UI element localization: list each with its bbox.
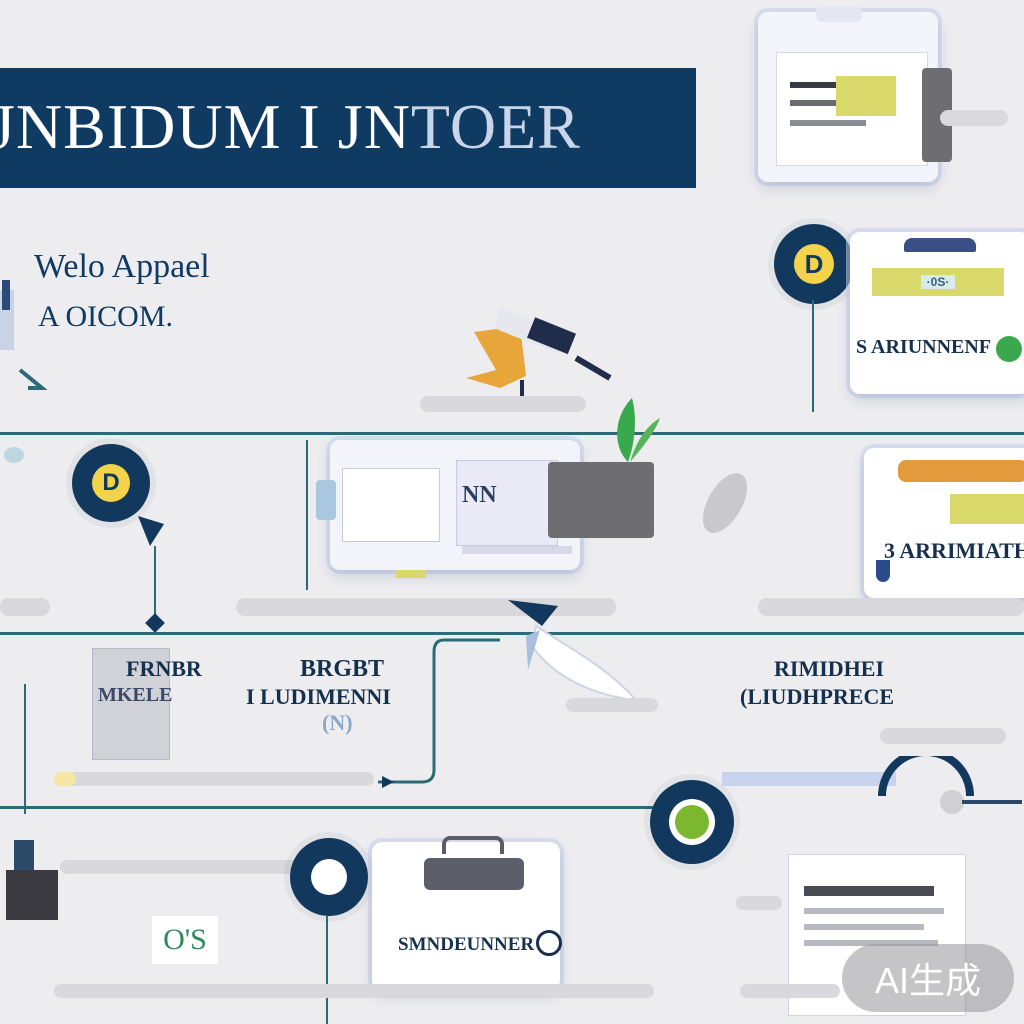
label-center-line-1: BRGBT (300, 656, 385, 682)
clipboard-clip-icon (816, 6, 862, 22)
bottom-left-box-icon (6, 870, 58, 920)
caption-bar (54, 772, 374, 786)
caption-bar (566, 698, 658, 712)
connector-node (145, 613, 165, 633)
clipboard-line (790, 100, 850, 106)
step-badge-top: D (774, 224, 854, 304)
clipboard-line (790, 120, 866, 126)
clipboard-line (790, 82, 860, 88)
label-center-line-2: I LUDIMENNI (246, 684, 391, 709)
megaphone-icon (466, 306, 612, 396)
document-line (804, 908, 944, 914)
clipboard-highlight (836, 76, 896, 116)
caption-bar (880, 728, 1006, 744)
page-title-tail: TOER (410, 91, 581, 162)
caption-bar (0, 598, 50, 616)
caption-bar (420, 396, 586, 412)
flow-line-3 (0, 806, 660, 809)
connector-line (326, 916, 328, 1024)
clipboard-shadow (940, 110, 1008, 126)
connector-line (24, 684, 26, 814)
step-badge-bottom (290, 838, 368, 916)
label-right-line-1: RIMIDHEI (774, 656, 885, 681)
ai-watermark: AI生成 (842, 944, 1014, 1012)
page-title-main: JNBIDUM I JN (0, 91, 411, 162)
document-line (804, 924, 924, 930)
card-2-hook-icon (876, 560, 890, 582)
step-badge-bottom-inner (311, 859, 347, 895)
gauge-icon (878, 756, 1022, 814)
step-badge-top-letter: D (794, 244, 834, 284)
flow-line-2 (0, 632, 1024, 635)
process-card-1 (850, 232, 1024, 394)
decor-blob (693, 465, 757, 541)
caption-bar (60, 860, 300, 874)
flow-line-1 (0, 432, 1024, 435)
header-banner (0, 68, 696, 188)
caption-bar (758, 598, 1024, 616)
caption-accent (54, 772, 76, 786)
caption-bar-blue (722, 772, 896, 786)
card-2-highlight (950, 494, 1024, 524)
label-left-line-1: FRNBR (126, 656, 202, 681)
center-window-text: NN (462, 482, 497, 508)
leaf-icon (617, 398, 660, 462)
document-line (804, 940, 938, 946)
pen-icon (508, 600, 639, 702)
card-1-check-icon (996, 336, 1022, 362)
arrow-down-icon (138, 516, 164, 546)
caption-bar (54, 984, 654, 998)
step-badge-bottom-right-inner (669, 799, 715, 845)
briefcase-handle-icon (442, 836, 504, 854)
center-window-tab (316, 480, 336, 520)
card-1-label: S ARIUNNENF (856, 336, 992, 358)
intro-line-1: Welo Appael (34, 248, 210, 285)
document-line (804, 886, 934, 896)
briefcase-icon (424, 858, 524, 890)
card-2-label: 3 ARRIMIATHE (884, 538, 1024, 563)
step-badge-bottom-right (650, 780, 734, 864)
person-figure-icon (0, 280, 48, 463)
label-left-line-2: MKELE (98, 684, 173, 706)
connector-line (812, 300, 814, 412)
label-left-box (92, 648, 170, 760)
center-window-pane (342, 468, 440, 542)
check-icon (675, 805, 709, 839)
connector-elbow (378, 638, 500, 788)
center-window-accent (396, 570, 426, 578)
label-center-line-3: (N) (322, 710, 353, 735)
label-right-line-2: (LIUDHPRECE (740, 684, 895, 709)
connector-line (154, 546, 156, 624)
connector-line (306, 440, 308, 590)
tag-os: O'S (152, 916, 218, 964)
card-2-tool-icon (898, 460, 1024, 482)
page-title: JNBIDUM I JNTOER (0, 90, 581, 164)
card-3-arrow-icon (536, 930, 562, 956)
center-window-panel (456, 460, 558, 546)
card-1-handle (904, 238, 976, 252)
card-1-code: ·0S· (920, 275, 956, 289)
bottom-left-handle (14, 840, 34, 870)
caption-bar (740, 984, 840, 998)
card-3-label: SMNDEUNNER (398, 934, 535, 955)
center-window-line (462, 546, 572, 554)
caption-bar (736, 896, 782, 910)
card-1-highlight: ·0S· (872, 268, 1004, 296)
step-badge-left: D (72, 444, 150, 522)
step-badge-left-letter: D (92, 464, 130, 502)
intro-line-2: A OICOM. (38, 300, 174, 333)
center-printer-icon (548, 462, 654, 538)
